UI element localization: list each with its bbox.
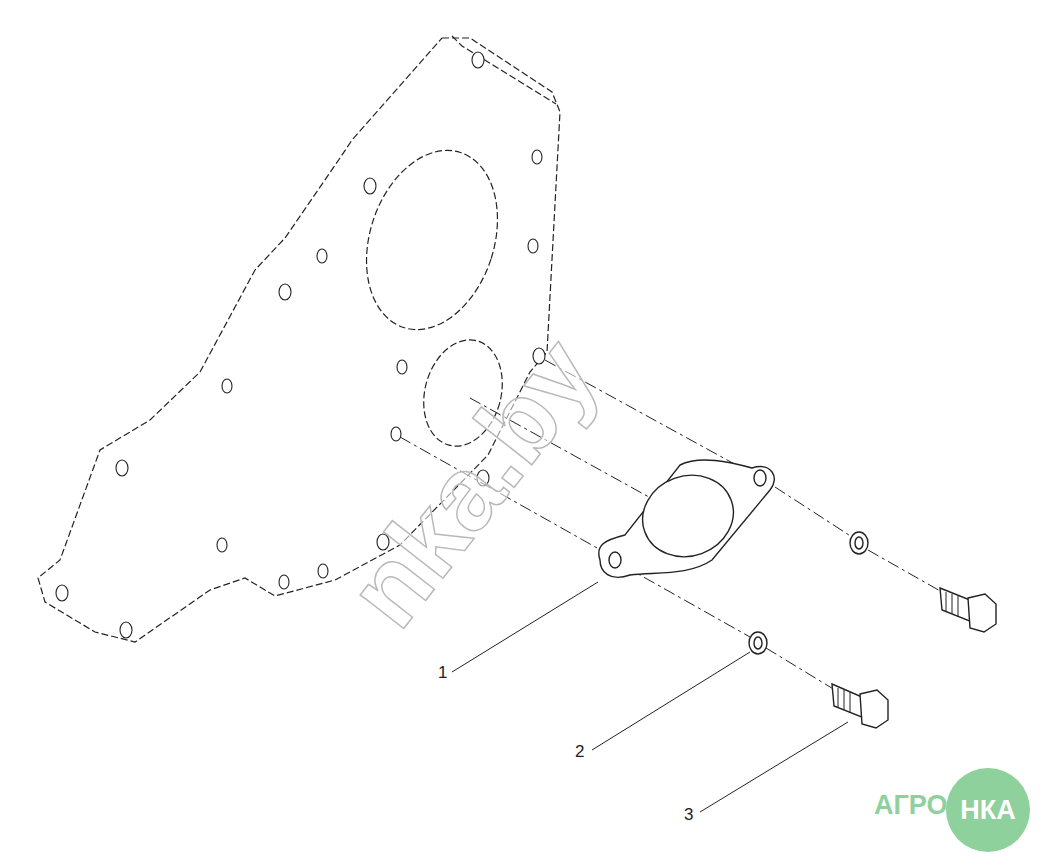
- logo-text: АГРО: [874, 792, 947, 819]
- callout-number: 2: [575, 743, 584, 760]
- watermark: nka.by: [330, 320, 615, 644]
- callout-number: 3: [684, 806, 693, 823]
- callout-number: 1: [438, 664, 447, 681]
- logo-text: НКА: [960, 795, 1015, 826]
- logo-circle: НКА: [946, 768, 1030, 852]
